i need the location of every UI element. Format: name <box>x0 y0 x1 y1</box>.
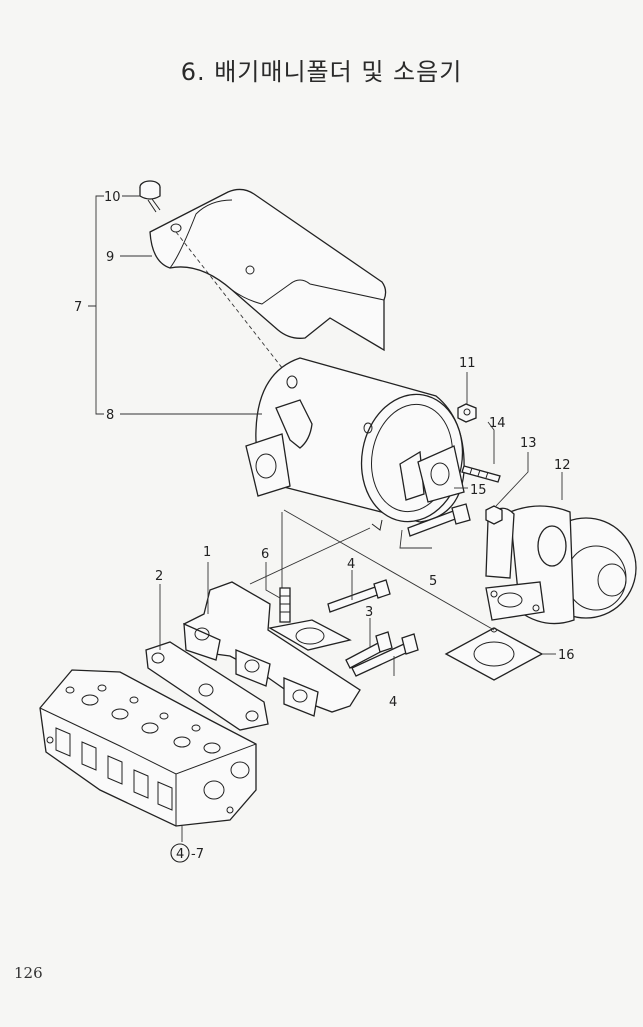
manifold-stud <box>279 587 291 623</box>
muffler <box>245 357 465 531</box>
bolt <box>399 503 471 549</box>
reference-callout: 4 -7 <box>170 843 204 863</box>
callout-8: 8 <box>106 408 114 423</box>
leader-line <box>495 452 529 507</box>
stud-bolt <box>461 465 501 483</box>
callout-3: 3 <box>365 605 373 620</box>
leader-line <box>283 509 495 631</box>
page-number: 126 <box>14 964 43 982</box>
cap-screw <box>139 180 161 213</box>
leader-line <box>265 562 281 599</box>
callout-10: 10 <box>104 190 121 205</box>
exhaust-manifold <box>183 581 361 717</box>
page-title: 6. 배기매니폴더 및 소음기 <box>180 58 463 86</box>
reference-circle-number: 4 <box>176 847 184 862</box>
manifold-bolt-lower <box>351 633 419 677</box>
manifold-gasket <box>145 641 269 731</box>
callout-14: 14 <box>489 416 506 431</box>
cylinder-head <box>39 669 257 827</box>
callout-13: 13 <box>520 436 537 451</box>
manifold-bolt-middle <box>345 631 393 669</box>
heat-shield-cover <box>149 188 387 352</box>
callout-2: 2 <box>155 569 163 584</box>
callout-12: 12 <box>554 458 571 473</box>
bracket-7 <box>88 195 104 415</box>
callout-4-upper: 4 <box>347 557 355 572</box>
turbo-nut <box>485 505 503 525</box>
callout-15: 15 <box>470 483 487 498</box>
reference-suffix: -7 <box>191 847 204 862</box>
callout-5: 5 <box>429 574 437 589</box>
callout-4-lower: 4 <box>389 695 397 710</box>
callout-9: 9 <box>106 250 114 265</box>
callout-7: 7 <box>74 300 82 315</box>
callout-1: 1 <box>203 545 211 560</box>
leader-line <box>487 421 495 464</box>
leader-line <box>249 527 371 585</box>
turbo-gasket <box>444 627 544 681</box>
assembly-line <box>175 231 291 379</box>
callout-11: 11 <box>459 356 476 371</box>
callout-16: 16 <box>558 648 575 663</box>
callout-6: 6 <box>261 547 269 562</box>
turbocharger <box>485 505 637 625</box>
hex-nut <box>457 403 477 423</box>
manifold-bolt-upper <box>327 579 391 613</box>
reference-circle <box>170 843 190 863</box>
